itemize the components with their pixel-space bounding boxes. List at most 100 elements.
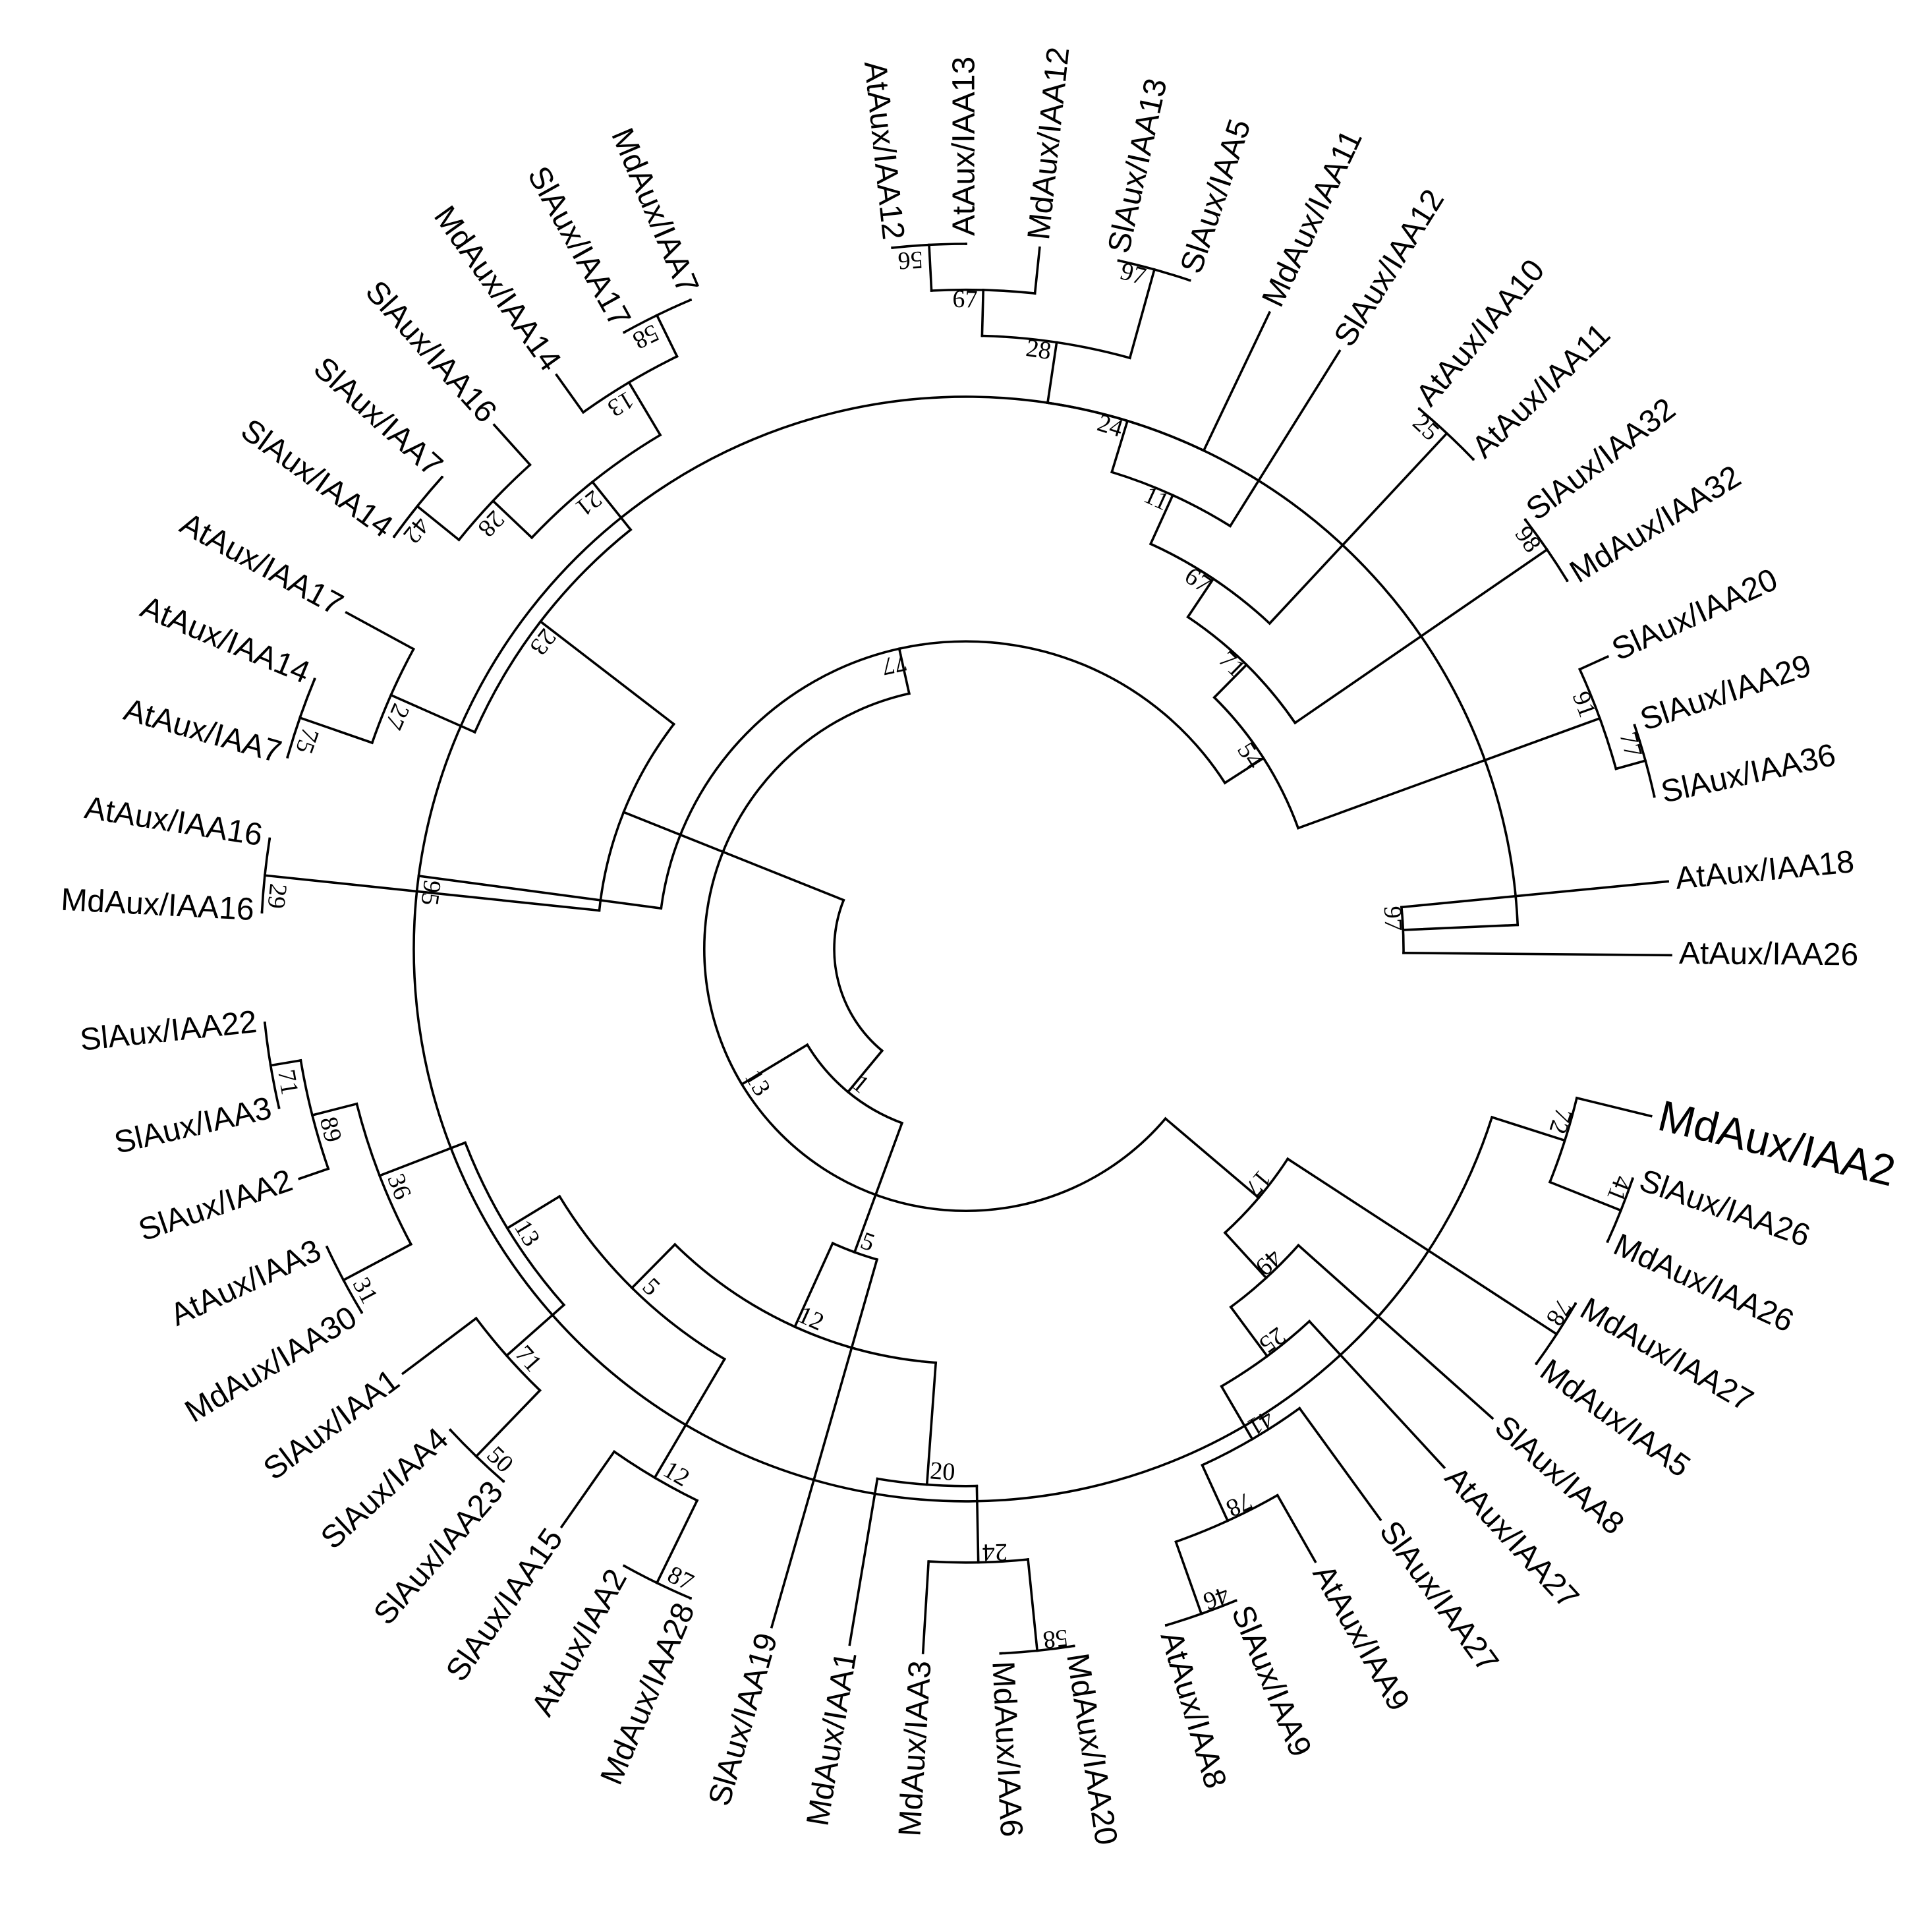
branch-arc: [581, 355, 679, 415]
leaf-label: AtAux/IAA14: [136, 590, 315, 691]
branch-arc: [1201, 1406, 1301, 1467]
branch-segment: [1228, 349, 1342, 528]
branch-arc: [1633, 724, 1656, 798]
branch-segment: [1220, 1384, 1254, 1441]
branch-arc: [370, 647, 416, 745]
branch-segment: [848, 1477, 879, 1646]
branch-segment: [975, 1484, 980, 1564]
bootstrap-value: 71: [510, 1340, 548, 1377]
branch-segment: [655, 313, 679, 359]
branch-arc: [530, 433, 662, 540]
branch-arc: [622, 298, 693, 334]
branch-segment: [492, 423, 532, 467]
branch-segment: [555, 373, 585, 415]
branch-arc: [325, 1245, 364, 1314]
leaf-label: SlAux/IAA12: [1328, 183, 1452, 353]
branch-arc: [286, 678, 316, 759]
branch-segment: [627, 380, 662, 437]
leaf-label: SlAux/IAA5: [1174, 115, 1257, 277]
branch-arc: [463, 1141, 566, 1307]
branch-arc: [260, 837, 271, 913]
branch-segment: [1575, 1096, 1653, 1118]
branch-segment: [1027, 1558, 1039, 1652]
branch-arc: [703, 692, 1168, 1213]
branch-segment: [269, 1058, 302, 1067]
branch-arc: [412, 395, 1520, 1503]
branch-segment: [1202, 310, 1271, 452]
leaf-labels: MdAux/IAA2SlAux/IAA26MdAux/IAA26MdAux/IA…: [60, 45, 1900, 1847]
branch-arc: [1548, 1096, 1579, 1184]
branch-segment: [1212, 663, 1249, 699]
branch-arc: [1212, 695, 1300, 830]
leaf-label: AtAux/IAA2: [525, 1563, 634, 1722]
bootstrap-value: 20: [929, 1457, 956, 1486]
branch-segment: [1174, 1540, 1203, 1615]
leaf-label: AtAux/IAA3: [165, 1233, 327, 1333]
branch-arc: [660, 640, 1227, 910]
bootstrap-value: 13: [739, 1065, 776, 1101]
branch-arc: [598, 722, 676, 912]
leaf-label: AtAux/IAA8: [1154, 1627, 1234, 1792]
branch-arc: [1186, 615, 1297, 725]
leaf-label: MdAux/IAA6: [985, 1660, 1029, 1838]
bootstrap-value: 71: [1213, 645, 1251, 683]
leaf-label: SlAux/IAA19: [702, 1629, 784, 1810]
branch-segment: [928, 243, 933, 292]
branch-segment: [1286, 1157, 1558, 1336]
leaf-label: MdAux/IAA12: [1021, 45, 1076, 241]
leaf-label: AtAux/IAA9: [1306, 1559, 1417, 1716]
branch-arc: [1110, 471, 1232, 528]
branch-arc: [263, 1021, 281, 1109]
branch-arc: [1220, 1319, 1311, 1388]
bootstrap-value: 71: [272, 1068, 304, 1097]
leaf-label: AtAux/IAA12: [857, 59, 911, 241]
bootstrap-value: 56: [897, 246, 924, 275]
branch-segment: [1400, 880, 1670, 909]
branch-segment: [1402, 951, 1672, 957]
bootstrap-value: 97: [1378, 906, 1407, 932]
branch-segment: [1164, 1116, 1261, 1200]
bootstrap-value: 72: [1544, 1105, 1578, 1138]
branch-arc: [622, 1564, 693, 1600]
branch-segment: [341, 1242, 413, 1282]
leaf-label: MdAux/IAA28: [594, 1598, 702, 1790]
branch-segment: [1268, 431, 1449, 625]
bootstrap-value: 49: [1250, 1244, 1287, 1281]
leaf-label: SlAux/IAA9: [1224, 1600, 1318, 1762]
bootstrap-value: 5: [857, 1227, 878, 1257]
branch-segment: [653, 1357, 727, 1480]
leaf-label: AtAux/IAA26: [1679, 936, 1859, 972]
branch-segment: [897, 647, 911, 695]
leaf-label: SlAux/IAA22: [78, 1004, 259, 1058]
branch-segment: [1548, 1180, 1623, 1212]
branch-segment: [622, 810, 845, 902]
branch-segment: [298, 716, 374, 745]
branch-segment: [401, 1316, 478, 1376]
branch-segment: [1490, 1115, 1566, 1142]
branch-segment: [1186, 577, 1215, 619]
branch-segment: [1229, 1305, 1269, 1358]
branch-segment: [740, 1043, 809, 1086]
bootstrap-value: 28: [1024, 334, 1053, 365]
bootstrap-value: 46: [1200, 1580, 1233, 1615]
branch-arc: [1046, 401, 1206, 452]
bootstrap-value: 24: [982, 1538, 1008, 1567]
branch-segment: [505, 1303, 566, 1358]
bootstrap-value: 41: [1601, 1172, 1636, 1205]
branch-arc: [612, 1449, 699, 1503]
branch-segment: [853, 1121, 904, 1254]
bootstrap-value: 78: [1541, 1294, 1577, 1331]
branch-segment: [1223, 756, 1265, 785]
bootstrap-value: 91: [1567, 688, 1601, 721]
leaf-label: SlAux/IAA29: [1636, 648, 1815, 738]
branch-arc: [805, 1043, 904, 1125]
bootstrap-value: 58: [1042, 1624, 1069, 1654]
branch-segment: [389, 693, 476, 734]
bootstrap-value: 31: [347, 1273, 384, 1308]
bootstrap-value: 95: [415, 879, 446, 907]
branch-segment: [1296, 716, 1602, 830]
branch-arc: [473, 528, 633, 734]
branch-segment: [630, 1242, 677, 1290]
branch-arc: [1174, 1493, 1280, 1544]
branch-arc: [1578, 668, 1618, 770]
